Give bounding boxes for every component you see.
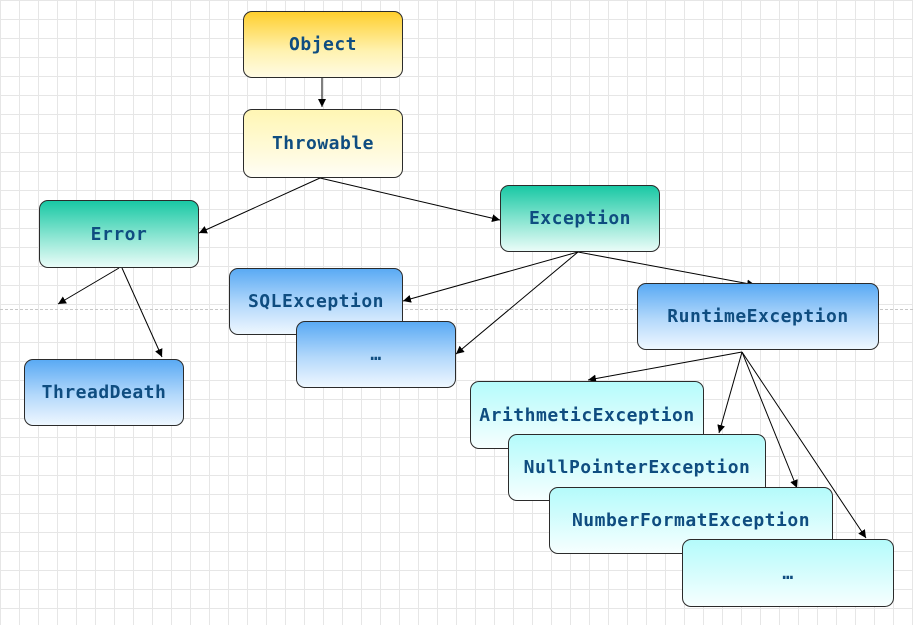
object-node: Object xyxy=(243,11,403,78)
edge-exception-sqlexception xyxy=(402,251,579,303)
runtimeexception-node: RuntimeException xyxy=(637,283,879,350)
exception-more-node: … xyxy=(296,321,456,388)
exception-label: Exception xyxy=(528,208,632,229)
object-label: Object xyxy=(288,34,358,55)
edge-exception-more xyxy=(455,251,579,355)
edge-error-unnamed xyxy=(57,267,120,305)
exception-node: Exception xyxy=(500,185,660,252)
runtimeexception-label: RuntimeException xyxy=(667,306,849,327)
threaddeath-node: ThreadDeath xyxy=(24,359,184,426)
throwable-node: Throwable xyxy=(243,109,403,178)
throwable-label: Throwable xyxy=(271,133,375,154)
edge-runtime-more xyxy=(741,351,867,539)
error-label: Error xyxy=(90,223,148,245)
error-node: Error xyxy=(39,200,199,268)
edge-throwable-error xyxy=(198,177,321,234)
edge-runtime-numberformat xyxy=(741,351,798,489)
sqlexception-label: SQLException xyxy=(247,291,385,312)
threaddeath-label: ThreadDeath xyxy=(41,382,167,403)
edge-runtime-arithmetic xyxy=(587,351,743,383)
arithmeticexception-label: ArithmeticException xyxy=(479,404,695,426)
edge-throwable-exception xyxy=(319,177,501,223)
edge-error-threaddeath xyxy=(121,267,163,358)
sqlexception-node: SQLException xyxy=(229,268,403,335)
numberformatexception-label: NumberFormatException xyxy=(571,510,811,531)
exception-more-label: … xyxy=(370,344,382,365)
edge-exception-runtimeexception xyxy=(577,251,756,288)
edge-runtime-nullpointer xyxy=(717,351,743,434)
dashed-guide-line xyxy=(0,309,913,310)
runtime-more-node: … xyxy=(682,539,894,607)
nullpointerexception-label: NullPointerException xyxy=(523,457,751,478)
runtime-more-label: … xyxy=(782,562,794,584)
